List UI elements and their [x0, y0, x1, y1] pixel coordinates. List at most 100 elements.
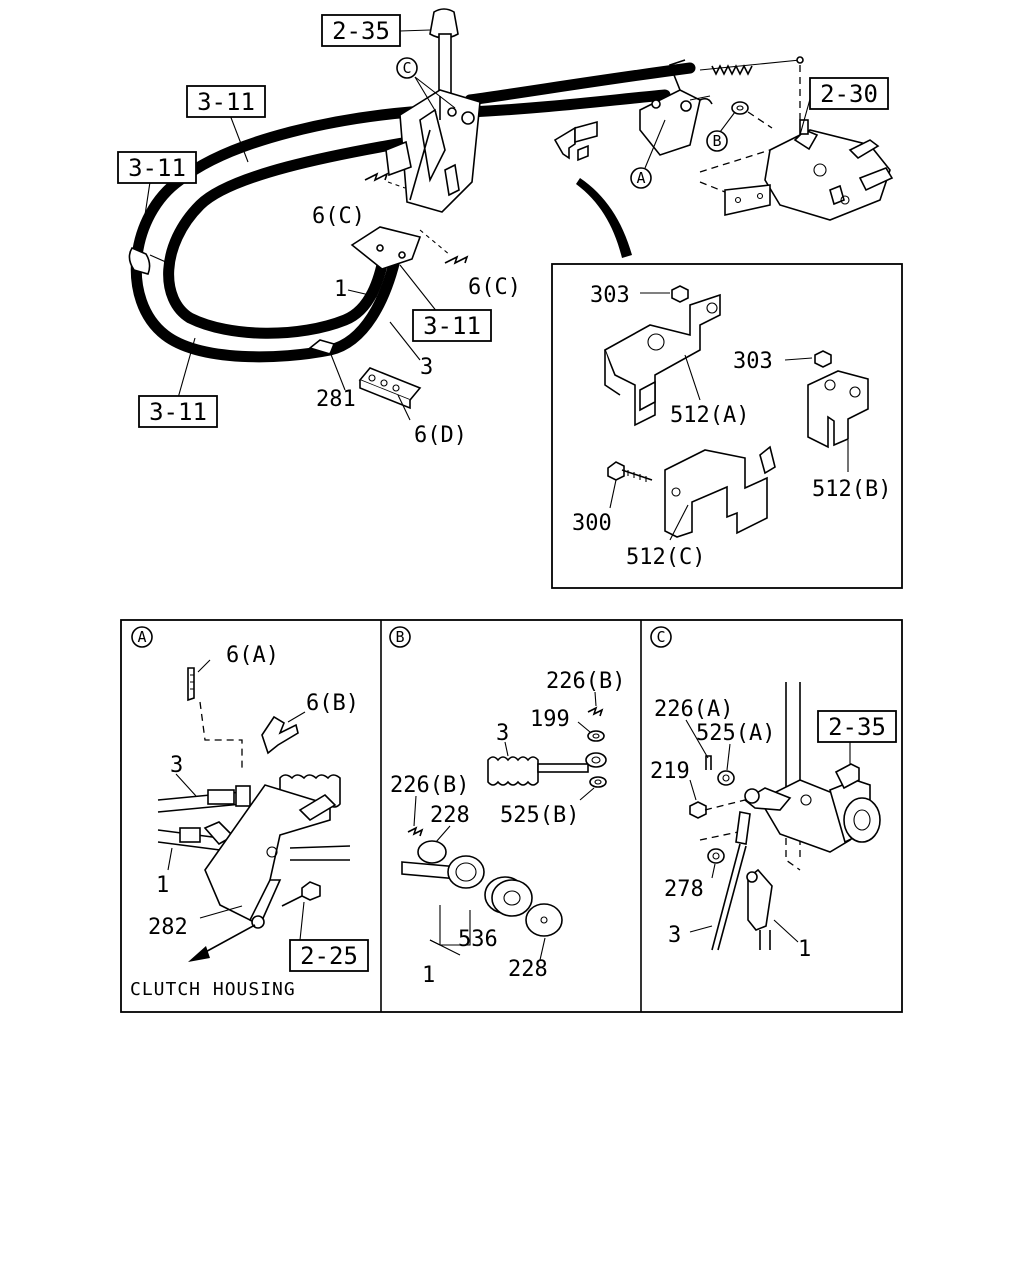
label-3-main: 3 — [420, 355, 433, 380]
bracket-set-512 — [553, 120, 598, 162]
panel-c-label-226a: 226(A) — [654, 697, 733, 722]
ref-box-2-35-c: 2-35 — [817, 710, 897, 743]
panel-b-label-3: 3 — [496, 721, 509, 746]
label-6c-left: 6(C) — [312, 204, 365, 229]
panel-b-label-226b-left: 226(B) — [390, 773, 469, 798]
panel-b-badge: B — [389, 626, 411, 648]
lever-arm-c — [743, 787, 792, 811]
panel-a-label-6b: 6(B) — [306, 691, 359, 716]
panel-b-label-199: 199 — [530, 707, 570, 732]
clip-6c-right — [419, 229, 469, 265]
bracket-512a — [603, 293, 721, 427]
bolt-300 — [607, 461, 653, 509]
callout-c-top: C — [396, 57, 418, 79]
callout-b-top: B — [706, 130, 728, 152]
cable-outer-loop — [130, 104, 446, 363]
grommet-6d — [358, 367, 422, 410]
ref-box-2-30: 2-30 — [809, 77, 889, 110]
panel-b-cable-3 — [487, 741, 607, 801]
ref-box-3-11-a: 3-11 — [186, 85, 266, 118]
leader-512a — [684, 354, 701, 401]
arrow-clutch-housing — [188, 924, 256, 962]
inset-pointer — [576, 178, 632, 258]
shift-cable-assembly: 2-35 3-11 3-11 3-11 3-11 2-30 C A — [117, 8, 894, 448]
bracket-512c — [664, 445, 776, 538]
clip-6c-left — [364, 172, 406, 189]
panel-c-label-219: 219 — [650, 759, 690, 784]
label-1-main: 1 — [334, 277, 347, 302]
panel-a-badge: A — [131, 626, 153, 648]
bolt-2-25 — [281, 881, 321, 941]
panel-c-cable-3 — [689, 811, 751, 951]
svg-text:2-30: 2-30 — [820, 80, 878, 108]
detail-panels: A — [120, 619, 903, 1013]
label-303-a: 303 — [590, 283, 630, 308]
panel-a-label-282: 282 — [148, 915, 188, 940]
washer-278 — [707, 848, 725, 879]
panel-b-rod-1 — [401, 825, 563, 961]
panel-b-label-1: 1 — [422, 963, 435, 988]
nut-219 — [689, 779, 707, 819]
cable-bracket — [350, 226, 422, 270]
svg-text:2-35: 2-35 — [828, 713, 886, 741]
panel-c-badge: C — [650, 626, 672, 648]
washer-525a — [717, 743, 735, 786]
label-300: 300 — [572, 511, 612, 536]
panel-c-cable-1 — [746, 868, 799, 950]
inset-bracket-detail: 303 303 512(A) 512(B) 300 512(C) — [551, 263, 903, 589]
svg-text:2-35: 2-35 — [332, 17, 390, 45]
panel-c-label-525a: 525(A) — [696, 721, 775, 746]
ref-box-3-11-c: 3-11 — [412, 309, 492, 342]
panel-c-label-278: 278 — [664, 877, 704, 902]
panel-b-label-228-top: 228 — [430, 803, 470, 828]
panel-a-label-1: 1 — [156, 873, 169, 898]
shift-mechanism — [385, 89, 481, 213]
callout-a-top: A — [630, 167, 652, 189]
leader-lines-top — [139, 29, 813, 421]
transmission-shift-tower — [724, 119, 894, 221]
panel-b-label-228-bottom: 228 — [508, 957, 548, 982]
panel-b-label-525b: 525(B) — [500, 803, 579, 828]
label-303-b: 303 — [733, 349, 773, 374]
panel-c-label-3: 3 — [668, 923, 681, 948]
washer-199 — [577, 721, 605, 742]
transmission-bracket — [639, 59, 713, 156]
ref-box-3-11-d: 3-11 — [138, 395, 218, 428]
detail-panel-c: C — [650, 626, 897, 962]
panel-b-label-536: 536 — [458, 927, 498, 952]
cable-hook-left — [128, 246, 169, 275]
svg-text:3-11: 3-11 — [197, 88, 255, 116]
detail-panel-a: A — [130, 626, 369, 1000]
svg-text:3-11: 3-11 — [423, 312, 481, 340]
clip-226b-top — [587, 691, 604, 717]
ref-box-2-25: 2-25 — [289, 939, 369, 972]
label-512b: 512(B) — [812, 477, 891, 502]
svg-text:A: A — [636, 169, 645, 187]
bushing-b — [731, 101, 749, 115]
panel-b-label-226b-top: 226(B) — [546, 669, 625, 694]
shift-lever — [429, 8, 459, 97]
nut-303-a — [640, 285, 689, 303]
svg-text:3-11: 3-11 — [149, 398, 207, 426]
label-281: 281 — [316, 387, 356, 412]
label-512a: 512(A) — [670, 403, 749, 428]
ref-box-2-35-top: 2-35 — [321, 14, 401, 47]
bracket-512b — [807, 370, 869, 449]
label-512c: 512(C) — [626, 545, 705, 570]
cable-inner-loop — [163, 134, 426, 339]
svg-text:B: B — [712, 132, 721, 150]
svg-text:C: C — [656, 628, 665, 646]
panel-a-label-3: 3 — [170, 753, 183, 778]
clamp-281 — [308, 339, 336, 355]
shift-shaft-c — [785, 682, 801, 871]
panel-a-caption: CLUTCH HOUSING — [130, 979, 296, 1000]
nut-303-b — [784, 350, 832, 368]
label-6d: 6(D) — [414, 423, 467, 448]
svg-text:3-11: 3-11 — [128, 154, 186, 182]
clip-226a — [685, 719, 712, 770]
label-6c-right: 6(C) — [468, 275, 521, 300]
svg-text:A: A — [137, 628, 146, 646]
detail-panel-b: B — [389, 626, 625, 988]
clip-6a — [187, 659, 211, 702]
